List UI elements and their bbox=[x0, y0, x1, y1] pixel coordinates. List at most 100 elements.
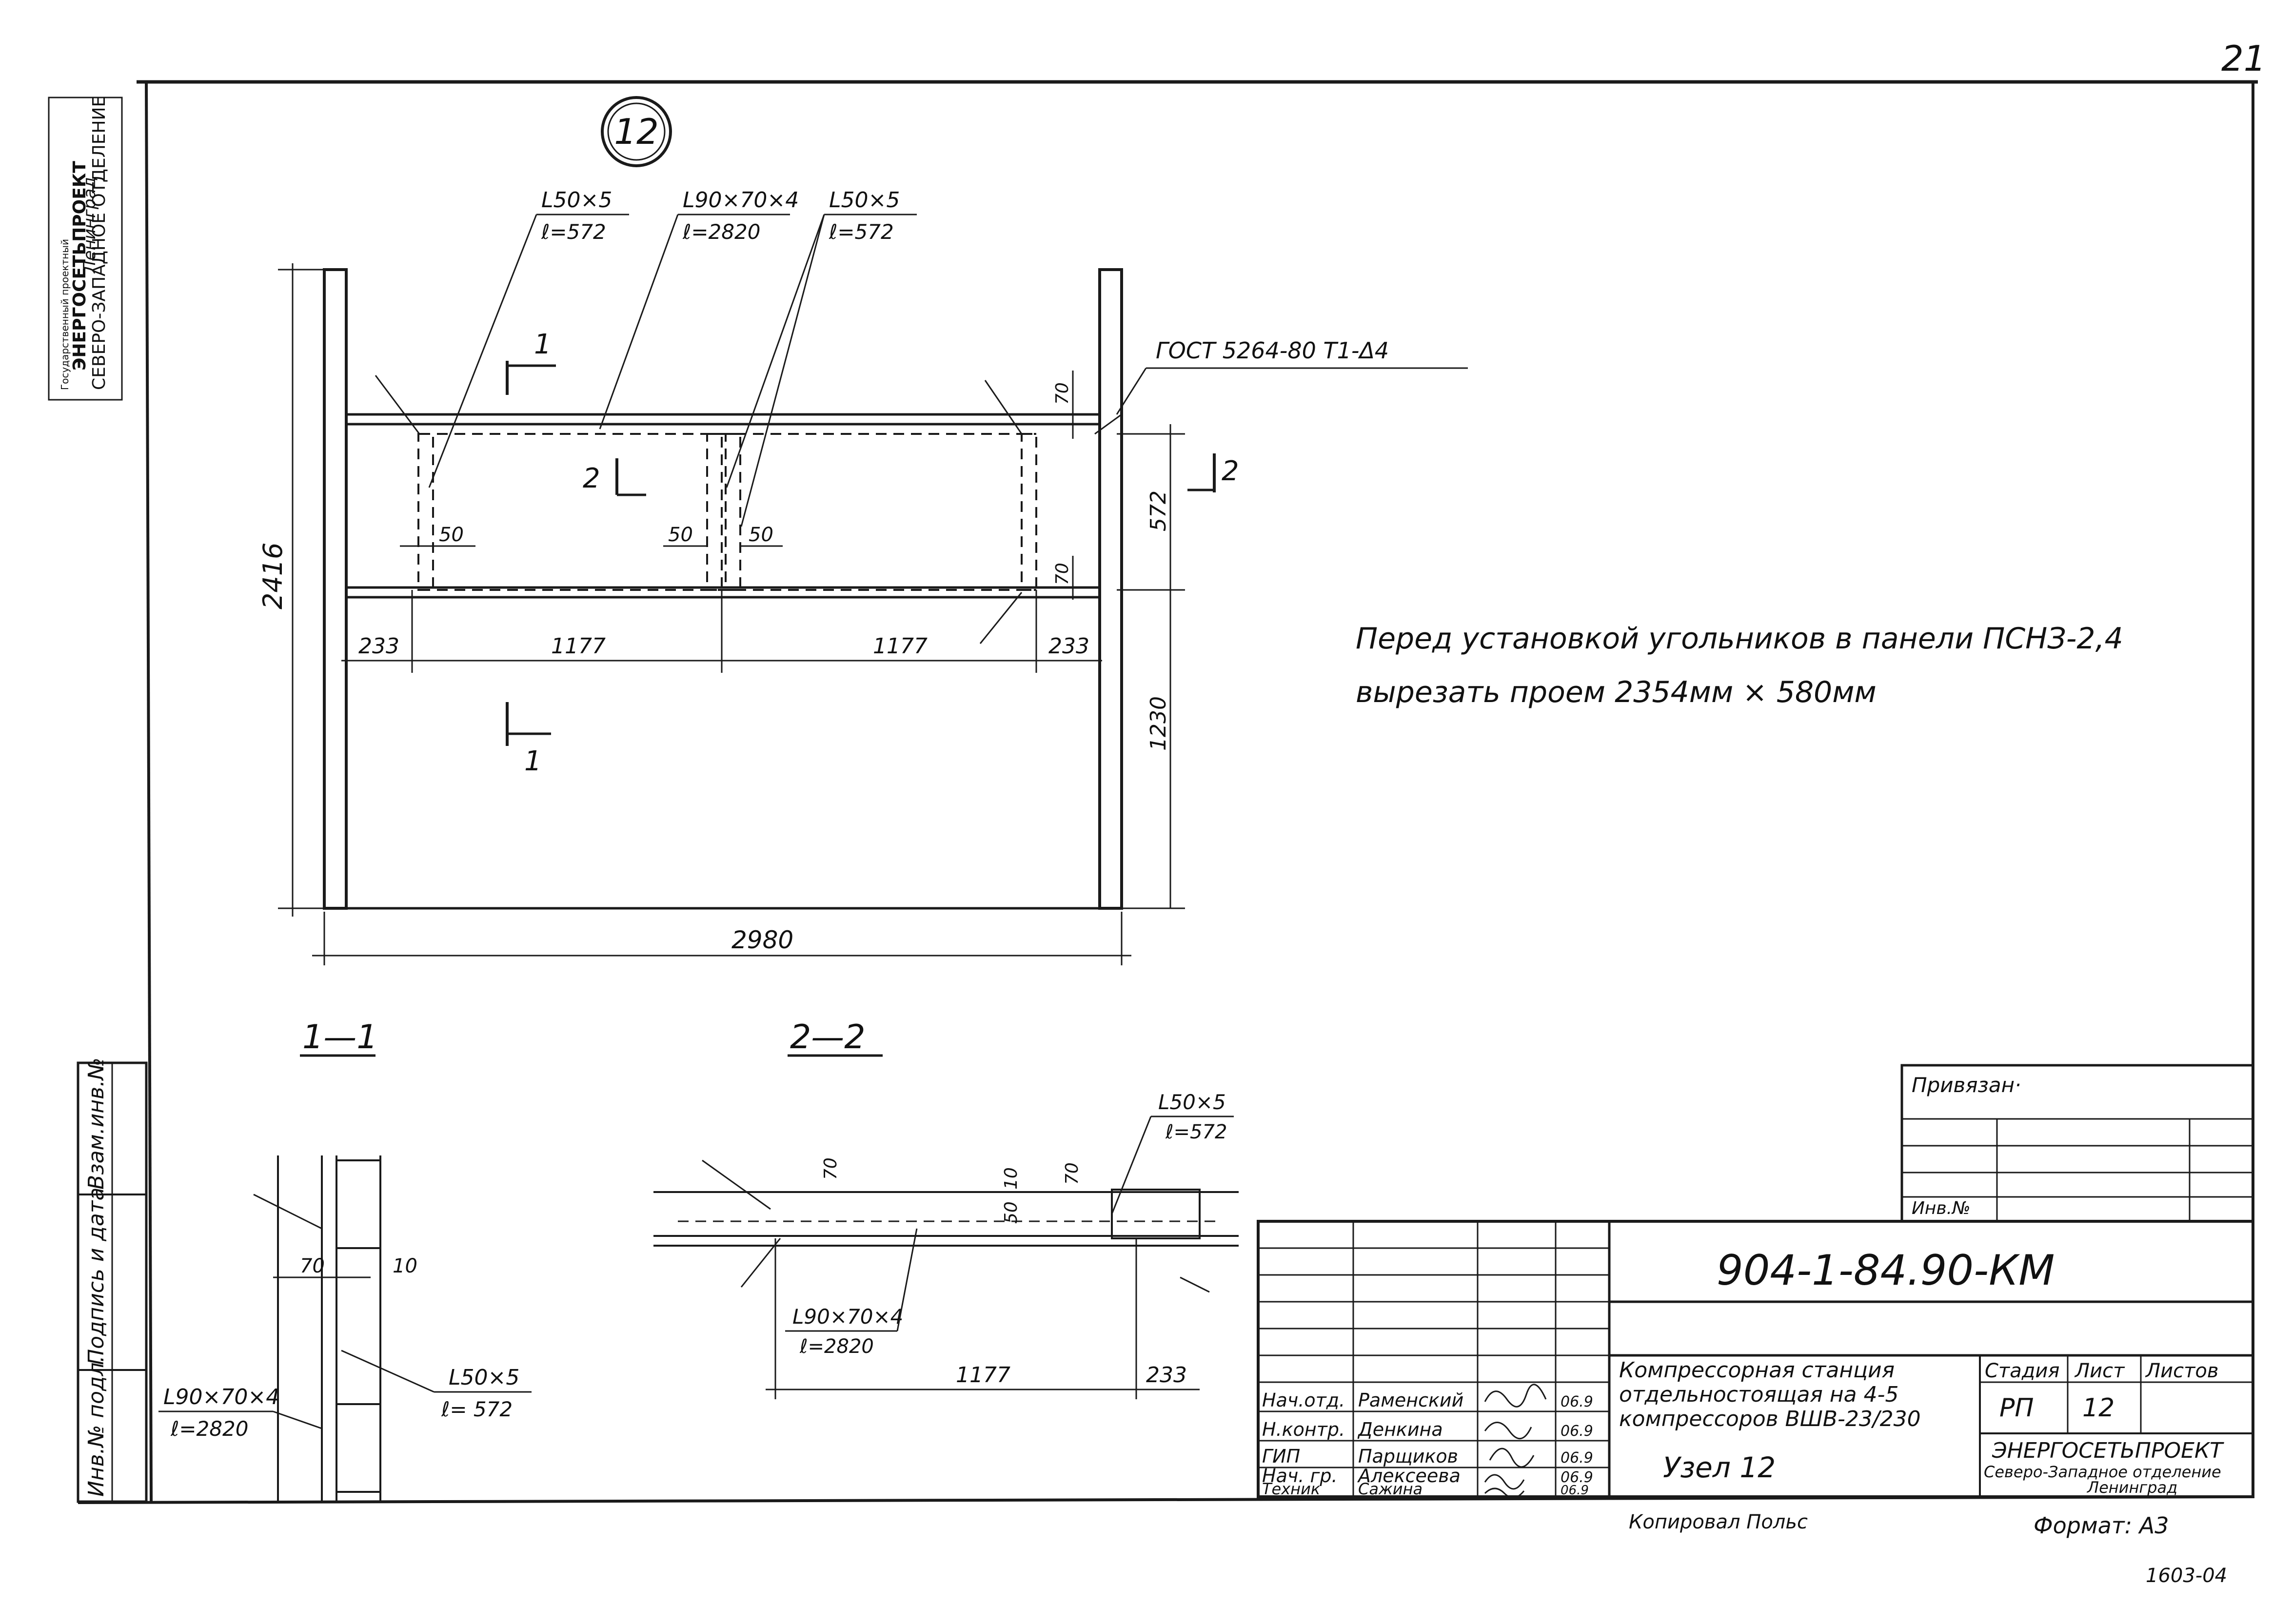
section-2-2-dim-70-b: 70 bbox=[1062, 1162, 1082, 1185]
callout-weld: ГОСТ 5264-80 Т1-Δ4 bbox=[1156, 337, 1389, 364]
stamp-number: 1603-04 bbox=[2146, 1565, 2227, 1587]
date-2: 06.9 bbox=[1561, 1423, 1593, 1440]
signature-rows: Нач.отд. Раменский 06.9 Н.контр. Денкина… bbox=[1262, 1384, 1593, 1499]
signature-4 bbox=[1484, 1474, 1525, 1490]
name-5: Сажина bbox=[1358, 1480, 1423, 1498]
side-label-replace: Взам.инв.№ bbox=[84, 1057, 109, 1190]
left-side-table: Взам.инв.№ Подпись и дата Инв.№ подл. bbox=[77, 1057, 148, 1503]
project-line-3: компрессоров ВШВ-23/230 bbox=[1619, 1407, 1921, 1431]
elevation-dimensions: 2416 2980 233 1177 1177 233 572 1230 70 … bbox=[257, 263, 1185, 965]
installation-note: Перед установкой угольников в панели ПСН… bbox=[1356, 622, 2123, 709]
stamp-line-1: Государственный проектный bbox=[59, 239, 71, 390]
section-1-1-callout-a-length: ℓ=2820 bbox=[170, 1417, 248, 1441]
copied-by: Копировал Польс bbox=[1629, 1511, 1808, 1533]
title-block: Привязан· Инв.№ 904-1-84.90-КМ Компрессо… bbox=[1257, 1064, 2254, 1499]
org-line-1: ЭНЕРГОСЕТЬПРОЕКТ bbox=[1992, 1438, 2224, 1463]
insulation-block-top bbox=[336, 1159, 381, 1249]
note-line-1: Перед установкой угольников в панели ПСН… bbox=[1356, 622, 2123, 656]
section-2-2-dim-10: 10 bbox=[1001, 1167, 1021, 1190]
date-1: 06.9 bbox=[1561, 1393, 1593, 1410]
role-5: Техник bbox=[1262, 1480, 1321, 1498]
callout-top-length: ℓ=2820 bbox=[682, 220, 760, 244]
attached-label: Привязан· bbox=[1912, 1073, 2021, 1097]
sheet-header: Лист bbox=[2074, 1360, 2125, 1382]
section-2-2-dim-233: 233 bbox=[1146, 1363, 1187, 1388]
section-2-right: 2 bbox=[1222, 455, 1239, 487]
side-label-original: Инв.№ подл. bbox=[84, 1355, 109, 1497]
section-2-2-callout-bottom-profile: L90×70×4 bbox=[792, 1305, 903, 1329]
date-3: 06.9 bbox=[1561, 1449, 1593, 1467]
section-2-2-callout-top-profile: L50×5 bbox=[1158, 1090, 1226, 1114]
section-1-1-dim-10: 10 bbox=[393, 1255, 417, 1277]
name-3: Парщиков bbox=[1358, 1446, 1458, 1467]
side-label-signature: Подпись и дата bbox=[84, 1188, 109, 1365]
section-1-top: 1 bbox=[534, 329, 552, 360]
role-3: ГИП bbox=[1262, 1446, 1300, 1467]
left-column bbox=[323, 268, 348, 910]
sheet-number: 21 bbox=[2221, 38, 2266, 79]
section-2-2-callout-top-length: ℓ=572 bbox=[1165, 1121, 1227, 1143]
angle-mid-a bbox=[706, 433, 723, 591]
angle-right bbox=[1021, 433, 1037, 591]
dim-50-b: 50 bbox=[668, 524, 693, 546]
role-2: Н.контр. bbox=[1262, 1419, 1345, 1440]
sheet-title: Узел 12 bbox=[1663, 1451, 1776, 1484]
angle-left bbox=[417, 433, 434, 591]
dim-1177-b: 1177 bbox=[873, 634, 928, 659]
dim-height-total: 2416 bbox=[257, 543, 288, 609]
section-2-2-callout-bottom-length: ℓ=2820 bbox=[799, 1335, 874, 1358]
callout-right-length: ℓ=572 bbox=[829, 220, 894, 244]
section-2-2: 2—2 70 50 10 70 L50×5 ℓ=572 L90×70×4 ℓ=2… bbox=[653, 1018, 1239, 1399]
note-line-2: вырезать проем 2354мм × 580мм bbox=[1356, 675, 1877, 709]
right-column bbox=[1098, 268, 1123, 910]
dim-70-top: 70 bbox=[1052, 382, 1072, 405]
callout-left-profile: L50×5 bbox=[541, 188, 612, 213]
dim-1177-a: 1177 bbox=[551, 634, 606, 659]
section-2-2-dim-1177: 1177 bbox=[956, 1363, 1010, 1388]
node-mark: 12 bbox=[601, 96, 672, 167]
name-4: Алексеева bbox=[1357, 1465, 1461, 1487]
project-line-2: отдельностоящая на 4-5 bbox=[1619, 1382, 1898, 1407]
section-1-1-callout-a-profile: L90×70×4 bbox=[163, 1385, 279, 1409]
section-marks: 1 1 2 2 bbox=[506, 329, 1239, 777]
dim-70-bot: 70 bbox=[1052, 563, 1072, 585]
signature-2 bbox=[1484, 1422, 1532, 1440]
node-mark-number: 12 bbox=[614, 111, 659, 152]
dim-233-left: 233 bbox=[358, 634, 399, 659]
section-1-1-callout-b-profile: L50×5 bbox=[449, 1365, 519, 1390]
signature-1 bbox=[1484, 1384, 1547, 1408]
sheets-header: Листов bbox=[2145, 1360, 2218, 1382]
section-2-2-title: 2—2 bbox=[790, 1018, 866, 1057]
role-4: Нач. гр. bbox=[1262, 1465, 1338, 1487]
dim-233-right: 233 bbox=[1048, 634, 1089, 659]
project-line-1: Компрессорная станция bbox=[1619, 1358, 1895, 1383]
section-1-1-dim-70: 70 bbox=[300, 1255, 325, 1277]
format-label: Формат: А3 bbox=[2034, 1512, 2169, 1539]
dim-1230: 1230 bbox=[1146, 696, 1171, 751]
elevation-callouts: L50×5 ℓ=572 L90×70×4 ℓ=2820 L50×5 ℓ=572 … bbox=[428, 188, 1468, 527]
stamp-line-4: Ленинград bbox=[80, 177, 99, 274]
dim-50-a: 50 bbox=[439, 524, 464, 546]
date-4: 06.9 bbox=[1561, 1469, 1593, 1486]
stamp-line-2: ЭНЕРГОСЕТЬПРОЕКТ bbox=[70, 161, 90, 371]
stage-value: РП bbox=[1999, 1393, 2034, 1423]
sheet-frame bbox=[78, 80, 2258, 1504]
section-1-1: 1—1 70 10 L90×70×4 ℓ=2820 L50×5 ℓ= 572 bbox=[158, 1018, 532, 1502]
org-line-2: Северо-Западное отделение bbox=[1984, 1463, 2221, 1481]
section-2-2-dim-70-a: 70 bbox=[821, 1157, 841, 1180]
role-1: Нач.отд. bbox=[1262, 1389, 1345, 1411]
dim-width-total: 2980 bbox=[731, 926, 793, 954]
stage-header: Стадия bbox=[1985, 1360, 2059, 1382]
name-2: Денкина bbox=[1357, 1419, 1443, 1440]
document-code: 904-1-84.90-КМ bbox=[1717, 1246, 2055, 1295]
panel-elevation bbox=[323, 268, 1123, 910]
org-line-3: Ленинград bbox=[2087, 1478, 2177, 1497]
left-stamp: Государственный проектный ЭНЕРГОСЕТЬПРОЕ… bbox=[48, 96, 123, 401]
section-1-1-callout-b-length: ℓ= 572 bbox=[441, 1397, 513, 1421]
section-2-left: 2 bbox=[583, 463, 600, 494]
sheet-value: 12 bbox=[2082, 1393, 2114, 1423]
angle-mid-b bbox=[725, 433, 741, 591]
callout-right-profile: L50×5 bbox=[829, 188, 900, 213]
